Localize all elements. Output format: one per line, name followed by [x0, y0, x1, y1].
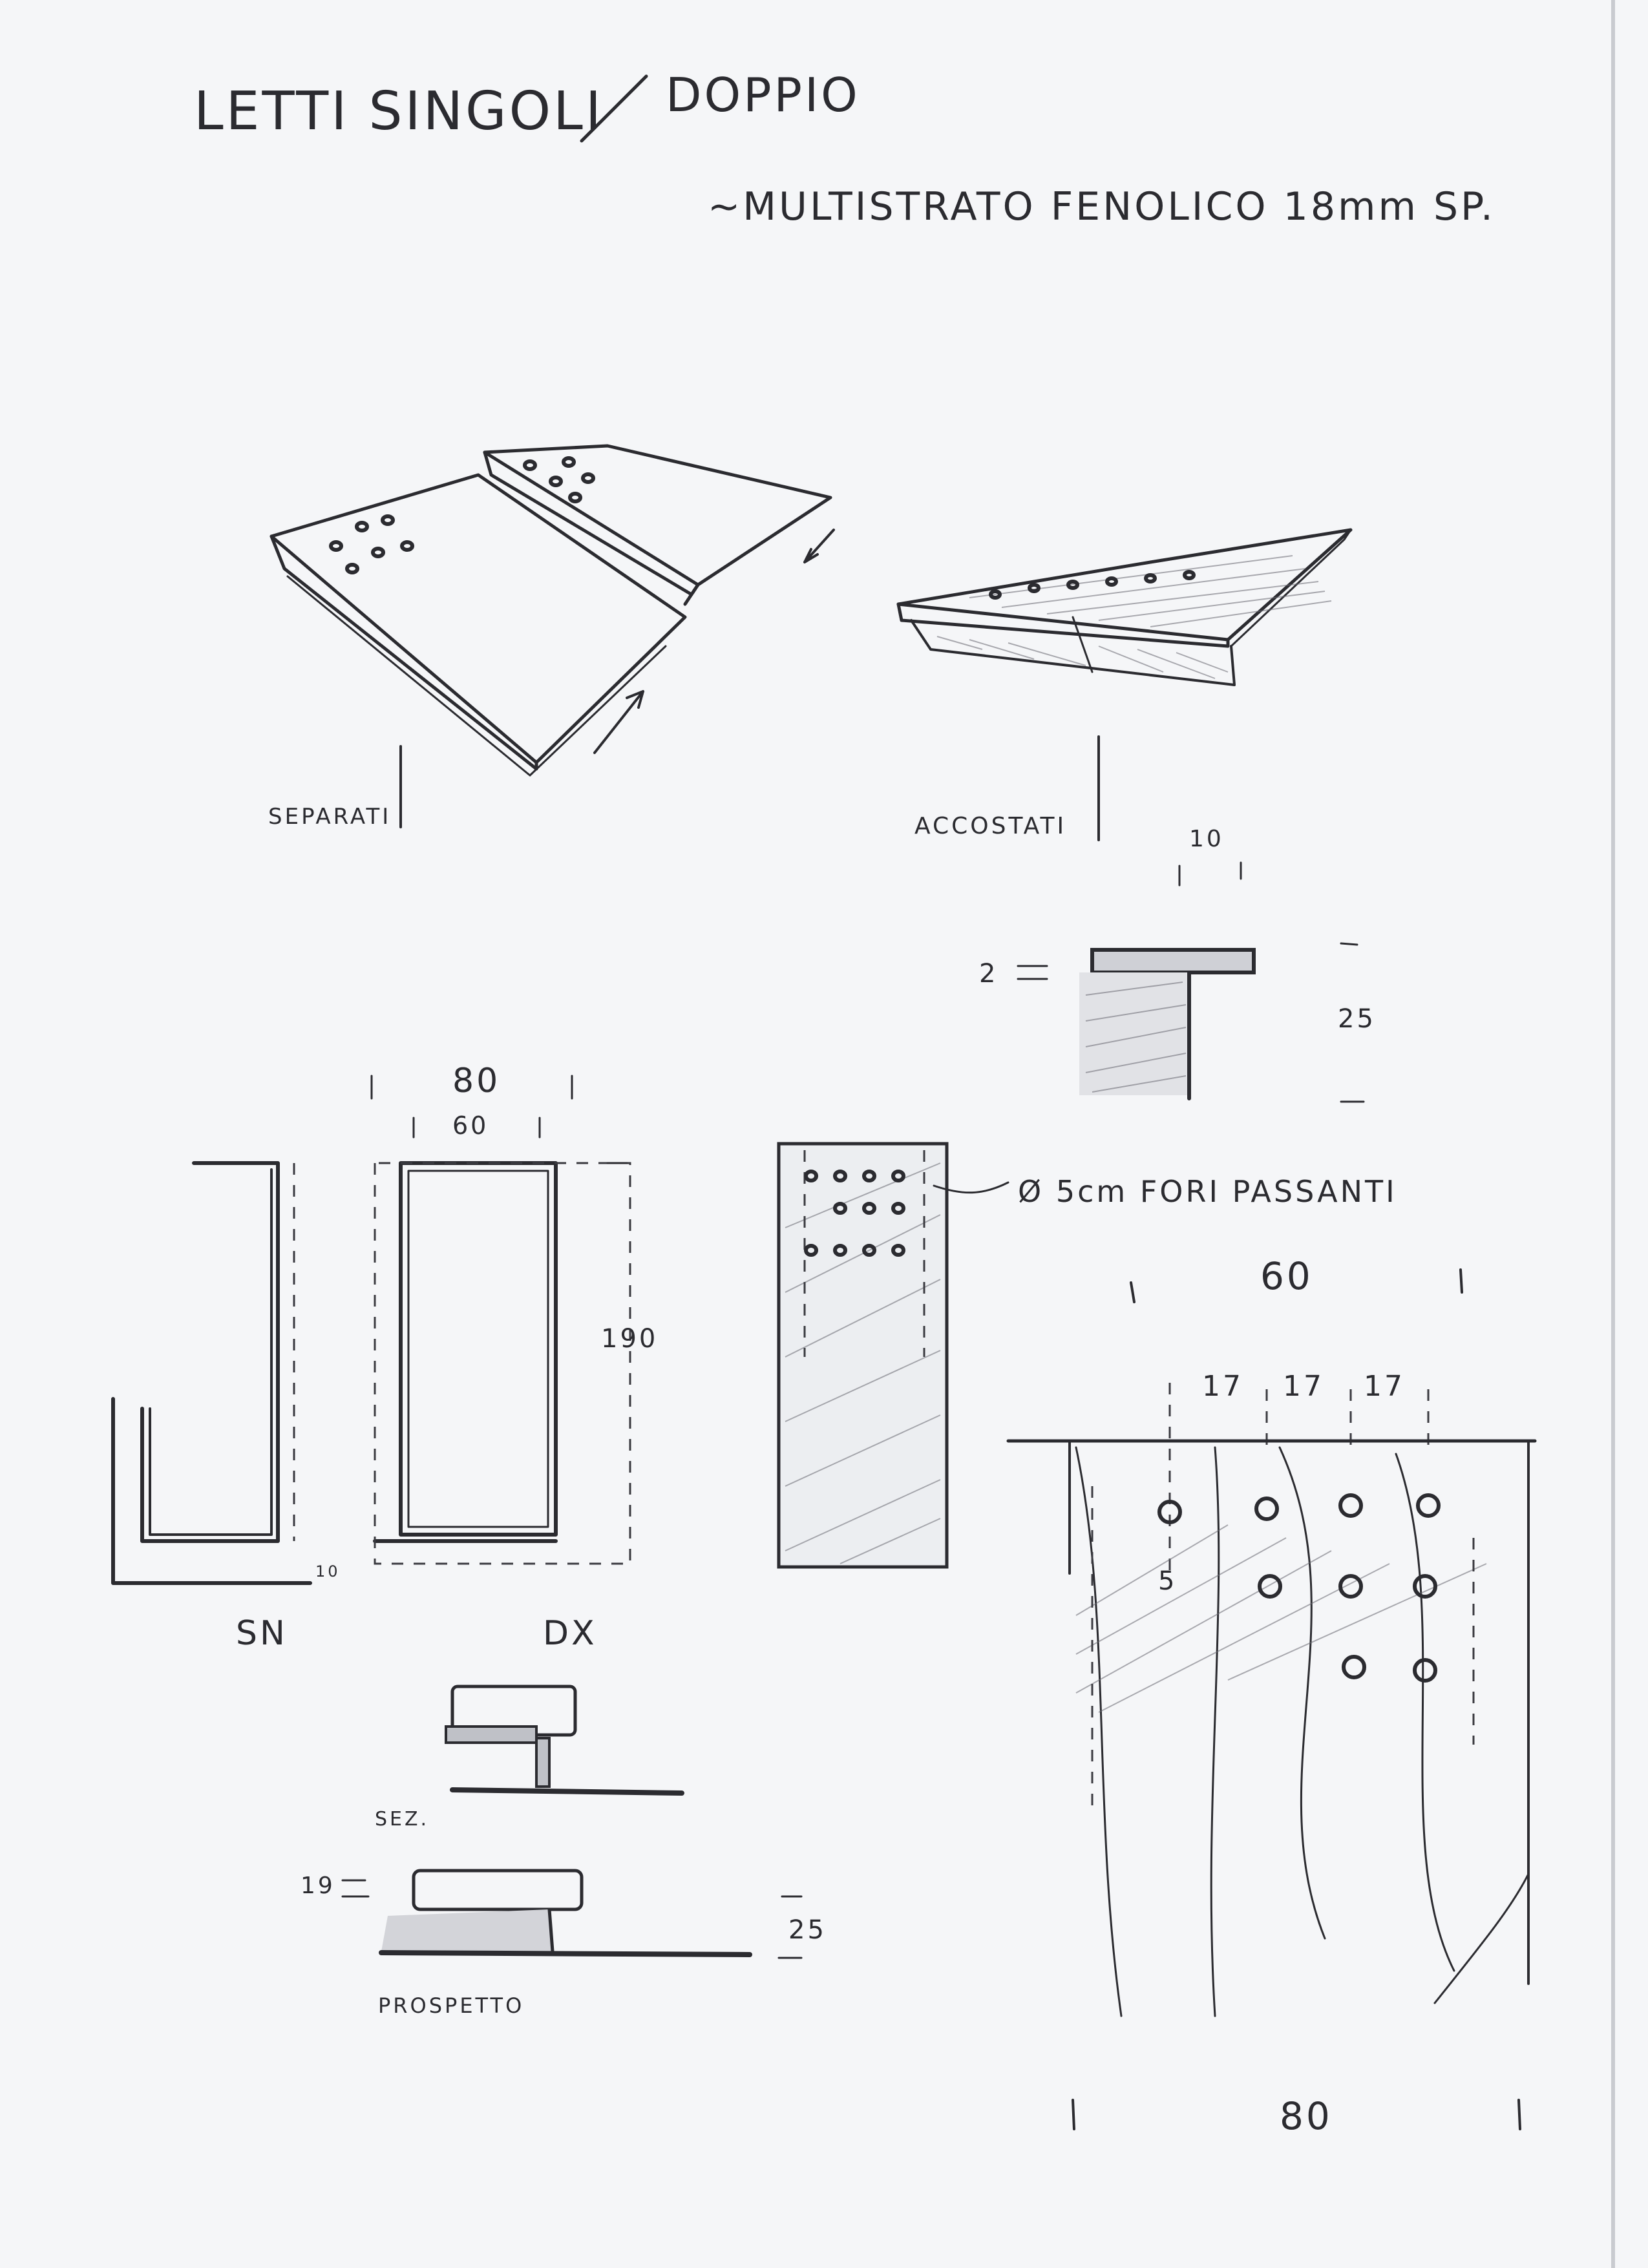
section-label: SEZ.	[375, 1808, 429, 1831]
edge-section-detail: 10 2 25	[979, 826, 1376, 1103]
hole-spacing-2: 17	[1283, 1370, 1324, 1403]
plan-view: 80 60 10 SN 190 DX	[111, 1062, 658, 1653]
hole-spacing-1: 17	[1202, 1370, 1243, 1403]
detail-right-dim: 25	[1338, 1004, 1376, 1034]
plan-outer-width: 80	[452, 1062, 500, 1100]
separated-beds-sketch: SEPARATI	[268, 444, 835, 830]
plan-left-label: SN	[236, 1614, 288, 1653]
elevation-label: PROSPETTO	[378, 1993, 524, 2018]
plan-inner-width: 60	[452, 1111, 489, 1140]
hole-diameter-dim: 5	[1158, 1566, 1177, 1596]
elevation-right-dim: 25	[788, 1915, 827, 1945]
title-right: DOPPIO	[666, 68, 860, 122]
hole-top-width: 60	[1260, 1254, 1313, 1298]
hole-bottom-width: 80	[1280, 2094, 1333, 2138]
perforated-panel: Ø 5cm FORI PASSANTI	[777, 1142, 1397, 1569]
plan-length: 190	[601, 1324, 658, 1354]
joined-beds-sketch: ACCOSTATI	[896, 528, 1353, 841]
hole-note: Ø 5cm FORI PASSANTI	[1018, 1174, 1397, 1209]
plan-offset: 10	[315, 1562, 341, 1580]
hole-spacing-3: 17	[1364, 1370, 1405, 1403]
detail-left-dim: 2	[979, 959, 998, 989]
side-details: SEZ. 19 25 PROSPETTO	[301, 1685, 827, 2018]
elevation-left-dim: 19	[301, 1873, 335, 1899]
title-slash	[580, 74, 648, 143]
separated-label: SEPARATI	[268, 804, 391, 830]
title-block: LETTI SINGOLI DOPPIO	[194, 68, 860, 143]
plan-right-label: DX	[543, 1614, 597, 1653]
detail-top-dim: 10	[1189, 826, 1224, 852]
joined-label: ACCOSTATI	[914, 813, 1066, 839]
material-note: ~MULTISTRATO FENOLICO 18mm SP.	[708, 184, 1495, 229]
hole-layout-detail: 60 17 17 17 5 80	[1006, 1254, 1537, 2138]
title-left: LETTI SINGOLI	[194, 81, 604, 142]
